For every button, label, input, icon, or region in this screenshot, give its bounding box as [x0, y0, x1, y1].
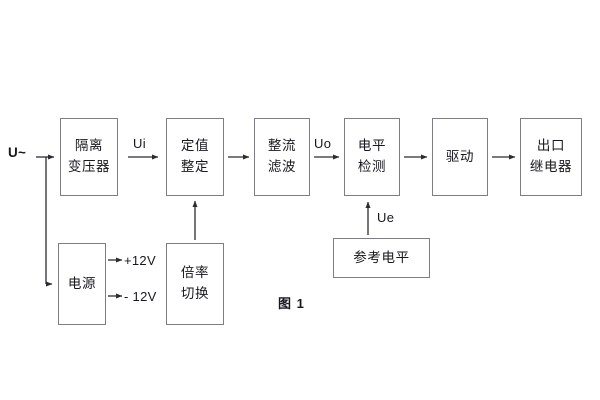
block-line: 滤波: [267, 159, 297, 174]
block-line: 整定: [180, 159, 210, 174]
block-line: 出口: [536, 138, 566, 154]
block-line: 继电器: [529, 159, 573, 174]
block-line: 检测: [357, 159, 387, 174]
block-isolation-transformer[interactable]: 隔离 变压器: [60, 118, 118, 196]
block-line: 定值: [180, 138, 210, 154]
block-line: 切换: [180, 286, 210, 301]
label-ue-signal: Ue: [377, 210, 395, 225]
block-line: 电源: [67, 275, 97, 291]
block-output-relay[interactable]: 出口 继电器: [520, 118, 582, 196]
block-level-detect[interactable]: 电平 检测: [344, 118, 400, 196]
block-drive[interactable]: 驱动: [432, 118, 488, 196]
label-ui-signal: Ui: [133, 136, 146, 151]
block-setting-value[interactable]: 定值 整定: [166, 118, 224, 196]
block-line: 变压器: [67, 159, 111, 174]
block-reference-level[interactable]: 参考电平: [333, 238, 430, 278]
label-positive-12v: +12V: [124, 253, 156, 268]
block-line: 整流: [267, 138, 297, 154]
block-power-supply[interactable]: 电源: [58, 243, 106, 325]
block-multiplier-switch[interactable]: 倍率 切换: [166, 243, 224, 325]
block-line: 电平: [357, 138, 387, 154]
label-negative-12v: - 12V: [124, 289, 157, 304]
block-line: 参考电平: [353, 249, 410, 265]
block-rectify-filter[interactable]: 整流 滤波: [254, 118, 310, 196]
block-line: 驱动: [445, 148, 475, 164]
figure-caption: 图 1: [278, 296, 305, 311]
block-line: 倍率: [180, 265, 210, 281]
label-input-voltage: U~: [8, 145, 27, 160]
label-uo-signal: Uo: [314, 136, 332, 151]
block-line: 隔离: [74, 138, 104, 154]
